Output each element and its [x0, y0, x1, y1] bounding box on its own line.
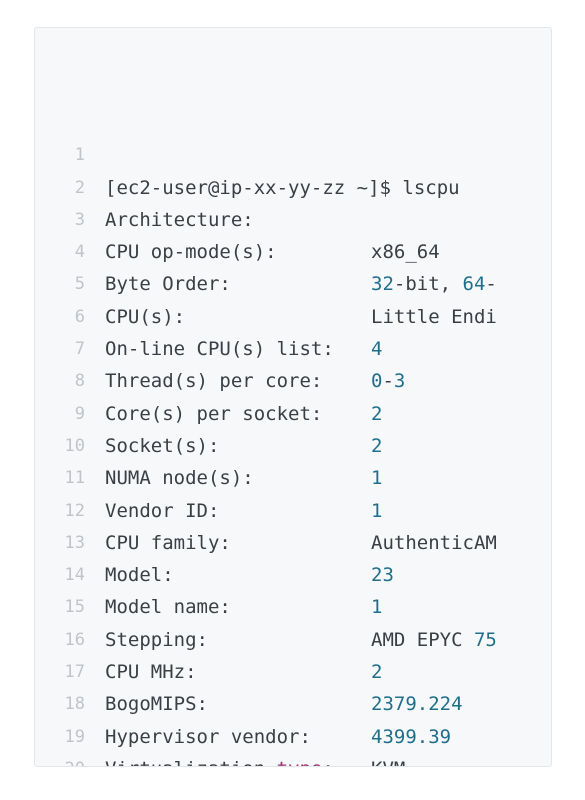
- line-key: CPU family:: [105, 531, 231, 554]
- line-number: 17: [64, 662, 85, 683]
- line-number: 16: [64, 629, 85, 650]
- line-value: 2: [371, 434, 383, 457]
- code-line: 1 [ec2-user@ip-xx-yy-zz ~]$ lscpu: [35, 107, 551, 198]
- line-number: 11: [64, 468, 85, 489]
- line-number: 4: [74, 242, 85, 263]
- value-number: 64: [462, 273, 486, 296]
- code-line: 6 On-line CPU(s) list: 0-3: [35, 268, 551, 393]
- line-value: AMD EPYC 75: [371, 624, 497, 656]
- line-key: CPU op-mode(s):: [105, 241, 277, 264]
- line-number: 2: [74, 177, 85, 198]
- code-line: 7 Thread(s) per core: 2: [35, 301, 551, 425]
- line-value: 0-3: [371, 365, 405, 397]
- line-value: 23: [371, 564, 394, 587]
- line-key: Stepping:: [105, 628, 208, 651]
- line-key: CPU MHz:: [105, 661, 197, 684]
- value-text: -bit,: [393, 273, 463, 296]
- line-key: Vendor ID:: [105, 499, 220, 522]
- line-value: 4: [371, 338, 383, 361]
- line-key: Model name:: [105, 596, 231, 619]
- line-key: BogoMIPS:: [105, 693, 208, 716]
- code-lines: 1 [ec2-user@ip-xx-yy-zz ~]$ lscpu 2 Arch…: [35, 107, 551, 766]
- line-value: KVM: [371, 753, 405, 766]
- line-key: CPU(s):: [105, 305, 186, 328]
- code-line: 20 ...: [35, 721, 551, 766]
- value-number: 32: [371, 273, 394, 296]
- line-number: 20: [35, 753, 85, 766]
- value-number: 3: [393, 370, 406, 393]
- line-number: 3: [74, 209, 85, 230]
- line-value: 2: [371, 661, 383, 684]
- line-key: Byte Order:: [105, 273, 231, 296]
- code-line: 10 NUMA node(s): 1: [35, 398, 551, 522]
- line-value: 4399.39: [371, 725, 452, 748]
- code-line: 18 Hypervisor vendor: KVM: [35, 656, 551, 766]
- line-text: [ec2-user@ip-xx-yy-zz ~]$ lscpu: [105, 176, 460, 199]
- value-text: AMD EPYC: [371, 628, 474, 651]
- value-text: -: [382, 370, 394, 393]
- key-text: Virtualization: [105, 758, 277, 766]
- code-line: 12 CPU family: 23: [35, 462, 551, 587]
- line-value: 1: [371, 596, 383, 619]
- line-value: 2379.224: [371, 693, 463, 716]
- line-value: 32-bit, 64-: [371, 268, 497, 300]
- code-line: 4 Byte Order: Little Endi: [35, 204, 551, 328]
- line-key: Model:: [105, 564, 174, 587]
- key-keyword: type: [277, 758, 323, 766]
- line-number: 8: [74, 371, 85, 392]
- code-line: 19 Virtualization type: full: [35, 688, 551, 766]
- line-number: 18: [64, 694, 85, 715]
- value-number: 75: [473, 628, 497, 651]
- line-key: NUMA node(s):: [105, 467, 254, 490]
- value-text: -: [485, 273, 497, 296]
- line-number: 15: [64, 597, 85, 618]
- code-line: 8 Core(s) per socket: 2: [35, 333, 551, 457]
- code-block: 1 [ec2-user@ip-xx-yy-zz ~]$ lscpu 2 Arch…: [34, 27, 552, 767]
- line-key: Thread(s) per core:: [105, 370, 323, 393]
- line-value: 1: [371, 499, 383, 522]
- code-line: 15 Stepping: 2: [35, 559, 551, 683]
- line-value: x86_64: [371, 241, 440, 264]
- code-line: 11 Vendor ID: AuthenticAM: [35, 430, 551, 554]
- code-line: 13 Model: 1: [35, 495, 551, 619]
- line-key: Architecture:: [105, 208, 254, 231]
- line-number: 7: [74, 339, 85, 360]
- line-value: AuthenticAM: [371, 531, 497, 554]
- line-value: Little Endi: [371, 305, 497, 328]
- line-value: 1: [371, 467, 383, 490]
- code-line: 14 Model name: AMD EPYC 75: [35, 527, 551, 651]
- line-key: Virtualization type:: [105, 753, 334, 766]
- key-text: :: [322, 758, 333, 766]
- line-number: 6: [74, 306, 85, 327]
- line-key: Hypervisor vendor:: [105, 725, 311, 748]
- line-number: 5: [74, 274, 85, 295]
- line-value: 2: [371, 402, 383, 425]
- line-number: 19: [64, 726, 85, 747]
- line-number: 9: [74, 403, 85, 424]
- line-key: On-line CPU(s) list:: [105, 338, 334, 361]
- code-line: 5 CPU(s): 4: [35, 236, 551, 360]
- line-key: Core(s) per socket:: [105, 402, 323, 425]
- code-line: 17 BogoMIPS: 4399.39: [35, 624, 551, 748]
- code-line: 9 Socket(s): 1: [35, 365, 551, 490]
- code-line: 16 CPU MHz: 2379.224: [35, 591, 551, 716]
- line-key: Socket(s):: [105, 434, 220, 457]
- line-number: 12: [64, 500, 85, 521]
- code-line: 2 Architecture: x86_64: [35, 139, 551, 264]
- code-line: 3 CPU op-mode(s): 32-bit, 64-: [35, 172, 551, 296]
- value-number: 0: [371, 370, 383, 393]
- line-number: 14: [64, 565, 85, 586]
- line-number: 1: [74, 145, 85, 166]
- line-number: 10: [64, 435, 85, 456]
- line-number: 13: [64, 532, 85, 553]
